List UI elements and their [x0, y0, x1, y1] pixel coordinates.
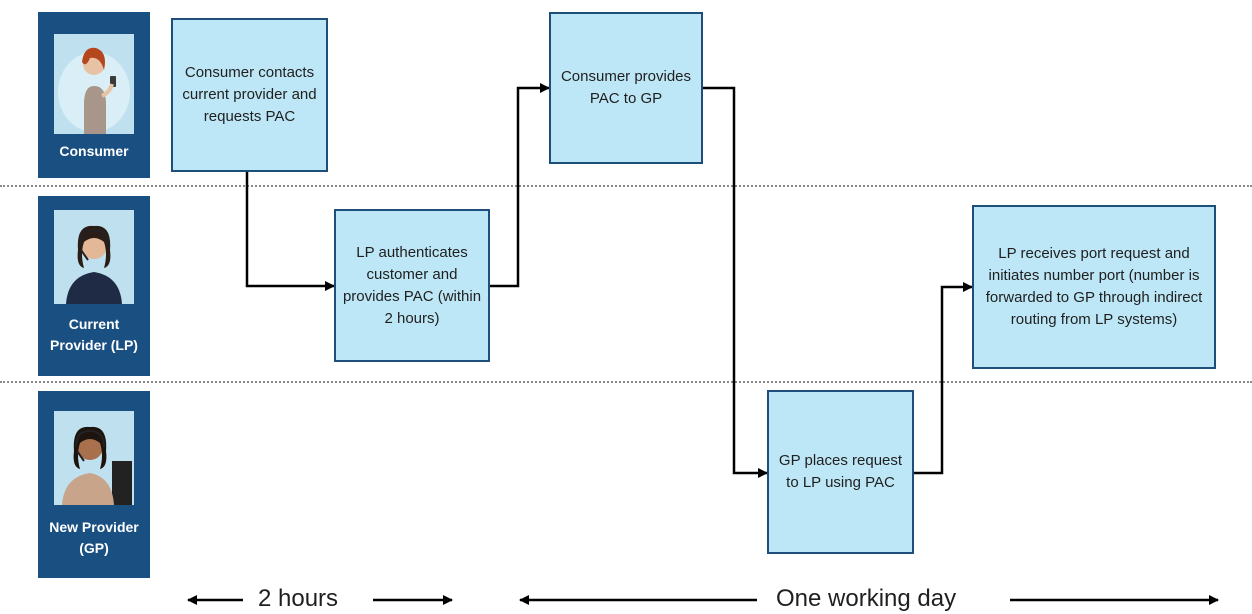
step-lp-initiates-port: LP receives port request and initiates n… [972, 205, 1216, 369]
arrow-step1-to-step2 [245, 172, 335, 291]
current-provider-lane-tile: Current Provider (LP) [38, 196, 150, 376]
timeline-2-hours-label: 2 hours [258, 585, 339, 612]
step-consumer-requests-pac: Consumer contacts current provider and r… [171, 18, 328, 172]
new-provider-avatar [54, 411, 134, 505]
step-4-text: GP places request to LP using PAC [778, 452, 903, 491]
step-1-text: Consumer contacts current provider and r… [182, 64, 317, 125]
consumer-person-icon [58, 47, 130, 134]
new-provider-lane-label: New Provider (GP) [49, 519, 139, 556]
consumer-lane-tile: Consumer [38, 12, 150, 178]
current-provider-avatar [54, 210, 134, 304]
step-3-text: Consumer provides PAC to GP [560, 68, 692, 107]
step-consumer-provides-pac-to-gp: Consumer provides PAC to GP [549, 12, 703, 164]
arrow-step3-to-step4 [703, 86, 768, 478]
current-provider-lane-label: Current Provider (LP) [50, 316, 138, 353]
timeline-one-working-day-label: One working day [776, 585, 957, 612]
headset-person-icon [66, 225, 122, 304]
lane-divider-1 [0, 185, 1252, 187]
step-5-text: LP receives port request and initiates n… [985, 245, 1203, 328]
consumer-lane-label: Consumer [59, 143, 129, 159]
step-2-text: LP authenticates customer and provides P… [342, 243, 482, 327]
new-provider-lane-tile: New Provider (GP) [38, 391, 150, 578]
lane-divider-2 [0, 381, 1252, 383]
step-lp-provides-pac: LP authenticates customer and provides P… [334, 209, 490, 362]
headset-person-icon [62, 426, 132, 505]
consumer-avatar [54, 34, 134, 134]
arrow-step2-to-step3 [490, 83, 550, 288]
step-gp-places-request: GP places request to LP using PAC [767, 390, 914, 554]
arrow-step4-to-step5 [914, 282, 973, 475]
